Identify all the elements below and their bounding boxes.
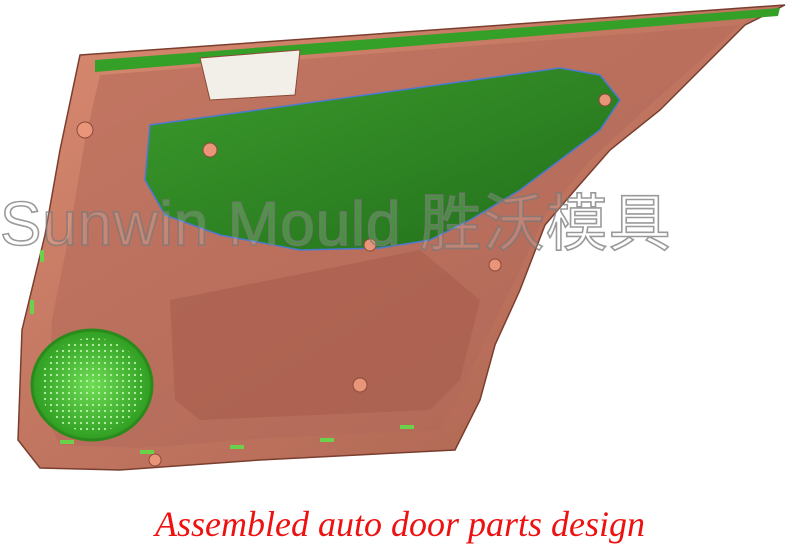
green-insert-panel <box>144 67 621 251</box>
caption-text: Assembled auto door parts design <box>155 504 645 544</box>
watermark-text: Sunwin Mould 胜沃模具 <box>0 189 672 260</box>
